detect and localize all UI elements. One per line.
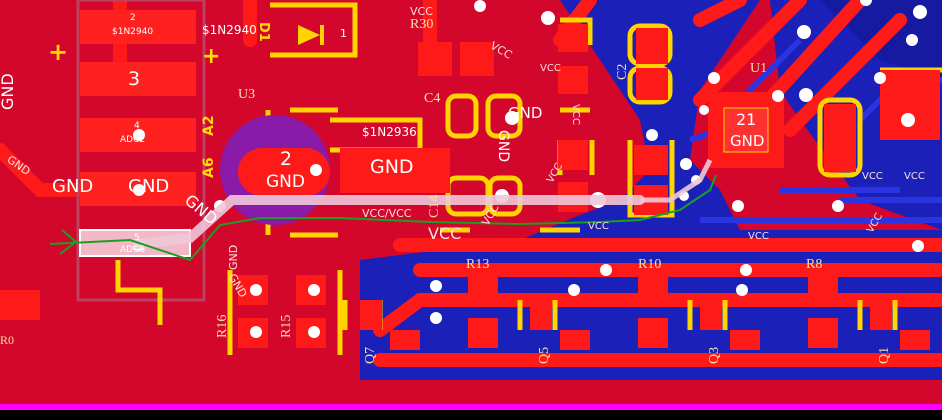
d1-net-label: $1N2940 (202, 23, 257, 37)
silk-r13: R13 (466, 257, 490, 272)
outside-board (0, 410, 942, 420)
c4-outline-b (485, 93, 523, 139)
silk-line (227, 270, 343, 355)
trace (693, 0, 747, 27)
selected-track-end (640, 158, 713, 203)
vcc-label-10: VCC (904, 171, 925, 182)
pad5-num: 5 (134, 233, 140, 243)
gnd-label-b: GND (128, 176, 170, 197)
silk-q7: Q7 (363, 346, 378, 364)
silk-a2: A2 (201, 115, 217, 136)
gnd-r0-label: GND (227, 244, 240, 270)
d1-pin1: 1 (340, 27, 347, 40)
annotation-arrow (59, 229, 78, 255)
silk-line (290, 107, 338, 238)
c-outline-right (817, 97, 863, 178)
silk-c2: C2 (615, 63, 630, 80)
u3-pin2-net: GND (266, 172, 305, 192)
trace (693, 0, 807, 107)
trace (373, 293, 942, 337)
pad-3 (80, 62, 196, 96)
silk-r10: R10 (638, 257, 662, 272)
gnd-c4b-label: GND (495, 130, 511, 163)
vcc-label-5: VCC (570, 104, 581, 125)
u3-pin2-label: 2 (280, 148, 293, 170)
silk-r30: R30 (410, 17, 434, 32)
u1-center-pad (723, 107, 769, 153)
silk-line (857, 300, 898, 330)
silk-q5: Q5 (537, 346, 552, 364)
vcc-big-label: VCC (428, 224, 462, 243)
pad6-net: ADC6 (120, 245, 146, 255)
vcc-label-1: VCC (410, 5, 433, 18)
silk-line (687, 300, 728, 330)
silk-line (270, 2, 358, 58)
vccvcc-label: VCC/VCC (362, 207, 412, 220)
silk-u3: U3 (238, 87, 256, 102)
trace (0, 143, 87, 197)
silk-plus: + (48, 38, 68, 66)
pad4-num: 4 (134, 121, 140, 131)
silk-d1: D1 (256, 22, 271, 42)
u3-tab-net: $1N2936 (362, 125, 417, 139)
u1-gnd: GND (730, 132, 765, 150)
silk-r8: R8 (806, 257, 823, 272)
c4-outline-a (445, 93, 479, 139)
selected-track (133, 195, 645, 249)
u3-gnd-label: GND (370, 156, 414, 178)
diode-triangle (298, 25, 320, 45)
freehand-annotation (49, 174, 717, 262)
diode-bar (320, 25, 324, 45)
pad2-net: $1N2940 (112, 27, 154, 37)
connector-outline (76, 0, 206, 302)
pad4-net: ADC2 (120, 135, 146, 145)
vcc-label-4: VCC (540, 63, 561, 74)
silk-line (517, 300, 558, 330)
board-edge (0, 404, 942, 410)
trace (783, 13, 907, 137)
pad-2 (80, 10, 196, 44)
vcc-label-8: VCC (748, 231, 769, 242)
silk-a6: A6 (201, 157, 217, 178)
silk-line (115, 260, 163, 325)
silk-r15: R15 (279, 314, 294, 338)
silk-u1: U1 (750, 61, 768, 76)
vcc-label-9: VCC (862, 171, 883, 182)
silk-c4: C4 (424, 91, 441, 106)
gnd-label-a: GND (52, 176, 94, 197)
pad2-num: 2 (130, 13, 136, 23)
silk-c14: C14 (427, 194, 442, 218)
silk-q3: Q3 (707, 346, 722, 364)
silk-line (560, 17, 593, 113)
silk-plus-label: + (202, 44, 221, 69)
pad3-label: 3 (128, 68, 141, 90)
connector-pads (80, 10, 196, 206)
gnd-label-far-left: GND (0, 73, 17, 110)
gnd-c4-label: GND (508, 104, 543, 122)
silk-r0-fragment: R0 (0, 333, 15, 347)
u3-pin2-pad (238, 148, 330, 196)
gnd-pad (340, 148, 450, 193)
silk-q1: Q1 (877, 346, 892, 364)
u1-pin21: 21 (736, 110, 757, 129)
silk-r16: R16 (215, 314, 230, 338)
vcc-label-6: VCC (588, 221, 609, 232)
